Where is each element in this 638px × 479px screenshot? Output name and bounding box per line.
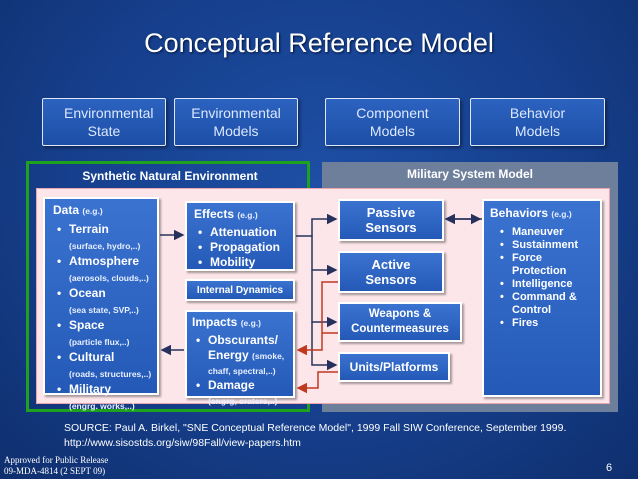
behavior-item-sustainment: Sustainment <box>500 239 600 252</box>
data-item-cultural: Cultural <box>57 350 157 365</box>
behaviors-box: Behaviors (e.g.) Maneuver Sustainment Fo… <box>482 199 602 397</box>
data-item-sub: (roads, structures,..) <box>69 369 152 379</box>
data-item-atmosphere: Atmosphere <box>57 254 157 269</box>
msm-to-impacts-arrows <box>296 281 338 394</box>
data-box-title: Data <box>53 203 80 217</box>
data-item-sub: (sea state, SVP,..) <box>69 305 139 315</box>
data-box: Data (e.g.) Terrain (surface, hydro,..) … <box>43 197 159 411</box>
header-environmental-state: Environmental State <box>42 98 166 146</box>
behavior-item-command-control: Command & Control <box>500 291 602 317</box>
behaviors-box-title: Behaviors <box>490 206 549 220</box>
header-label: Component Models <box>356 105 429 139</box>
page-title: Conceptual Reference Model <box>144 28 494 58</box>
data-item-sub: (aerosols, clouds,..) <box>69 273 149 283</box>
header-environmental-models: Environmental Models <box>174 98 298 146</box>
impacts-item-sub: chaff, spectral,..) <box>208 366 276 376</box>
page-number: 6 <box>606 462 613 474</box>
header-label: Environmental State <box>64 105 154 139</box>
impacts-item-obscurants: Obscurants/ <box>196 333 293 348</box>
data-box-eg: (e.g.) <box>82 206 103 216</box>
data-item-space: Space <box>57 318 157 333</box>
impacts-box-title: Impacts <box>192 315 238 329</box>
header-behavior-models: Behavior Models <box>470 98 605 146</box>
sne-panel-title: Synthetic Natural Environment <box>82 169 258 183</box>
release-statement: Approved for Public Release <box>4 455 109 465</box>
data-item-sub: (particle flux,..) <box>69 337 130 347</box>
effects-item-propagation: Propagation <box>198 240 293 255</box>
effects-box-eg: (e.g.) <box>237 210 258 220</box>
release-number: 09-MDA-4814 (2 SEPT 09) <box>4 466 106 476</box>
active-sensors-label: Active Sensors <box>365 257 417 287</box>
behaviors-box-eg: (e.g.) <box>551 209 572 219</box>
source-citation: SOURCE: Paul A. Birkel, "SNE Conceptual … <box>64 421 624 451</box>
release-footer: Approved for Public Release 09-MDA-4814 … <box>4 455 108 477</box>
header-label: Behavior Models <box>509 105 566 139</box>
header-component-models: Component Models <box>325 98 460 146</box>
effects-to-msm-arrows <box>296 213 338 371</box>
behavior-item-fires: Fires <box>500 317 600 330</box>
weapons-countermeasures-box: Weapons & Countermeasures <box>338 302 462 342</box>
effects-item-attenuation: Attenuation <box>198 225 293 240</box>
header-label: Environmental Models <box>191 105 281 139</box>
passive-sensors-box: Passive Sensors <box>338 199 444 241</box>
internal-dynamics-box: Internal Dynamics <box>185 279 295 301</box>
msm-panel-title: Military System Model <box>406 167 534 181</box>
data-item-terrain: Terrain <box>57 222 157 237</box>
data-item-sub: (surface, hydro,..) <box>69 241 141 251</box>
source-line: SOURCE: Paul A. Birkel, "SNE Conceptual … <box>64 422 567 434</box>
passive-sensors-label: Passive Sensors <box>365 205 417 235</box>
impacts-item-sub: (engrg, craters,..) <box>208 396 278 406</box>
source-url[interactable]: http://www.sisostds.org/siw/98Fall/view-… <box>64 437 301 449</box>
behavior-item-intelligence: Intelligence <box>500 278 600 291</box>
data-item-sub: (engrg. works,..) <box>69 401 135 411</box>
data-item-ocean: Ocean <box>57 286 157 301</box>
effects-box-title: Effects <box>194 207 235 221</box>
data-item-military: Military <box>57 382 157 397</box>
behavior-item-force-protection: Force Protection <box>500 252 592 278</box>
effects-item-mobility: Mobility <box>198 255 293 270</box>
internal-dynamics-label: Internal Dynamics <box>196 284 284 296</box>
effects-box: Effects (e.g.) Attenuation Propagation M… <box>185 201 295 271</box>
impacts-item-energy: Energy <box>208 348 249 362</box>
impacts-box-eg: (e.g.) <box>240 318 262 328</box>
impacts-item-sub: (smoke, <box>252 351 285 361</box>
weapons-countermeasures-label: Weapons & Countermeasures <box>351 308 449 335</box>
active-sensors-box: Active Sensors <box>338 251 444 293</box>
units-platforms-label: Units/Platforms <box>349 359 439 374</box>
behavior-item-maneuver: Maneuver <box>500 226 600 239</box>
impacts-box: Impacts (e.g.) Obscurants/ Energy (smoke… <box>185 310 295 406</box>
units-platforms-box: Units/Platforms <box>338 352 450 382</box>
impacts-item-damage: Damage <box>196 378 293 393</box>
